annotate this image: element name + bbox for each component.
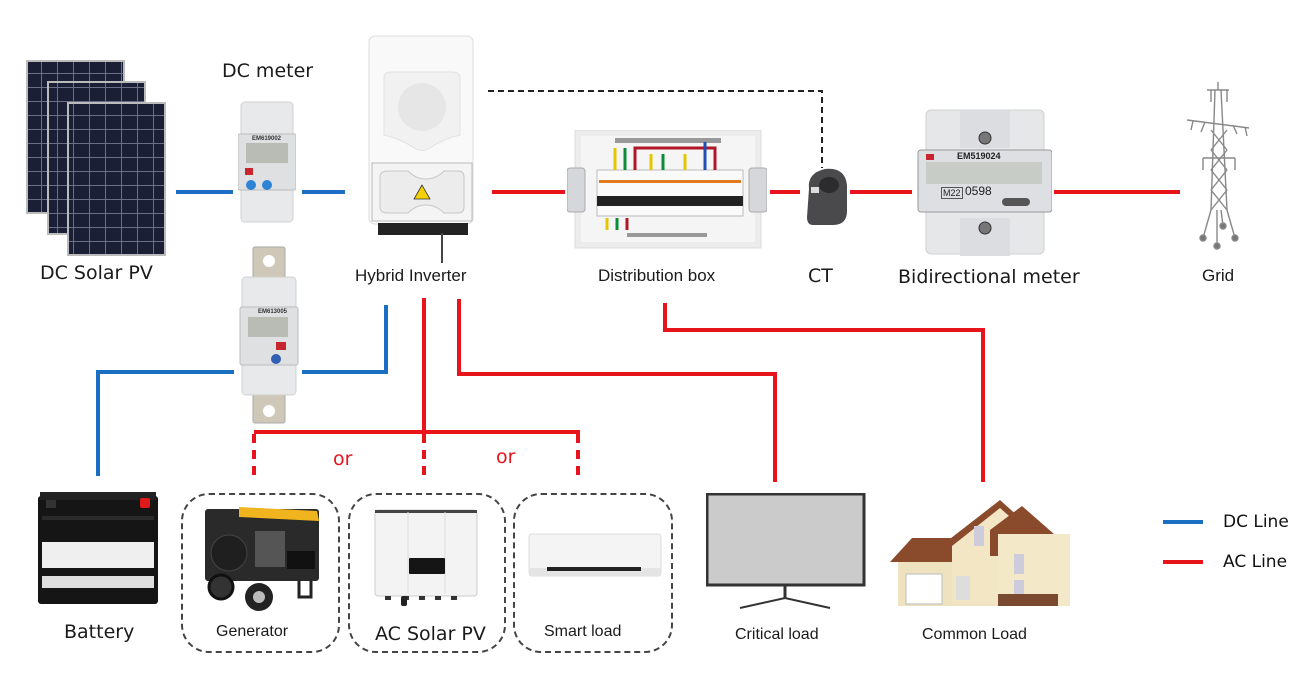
string-inverter-icon <box>374 509 478 606</box>
ac-line-inverter-to-critical <box>457 299 777 482</box>
generator-image <box>199 505 325 613</box>
transmission-tower-icon <box>1186 82 1250 250</box>
ac-line-dist-to-common <box>663 303 985 482</box>
distribution-box-label: Distribution box <box>598 266 716 285</box>
common-load-image <box>890 494 1070 614</box>
battery-dc-meter-image <box>236 245 302 425</box>
current-transformer-icon <box>807 168 847 225</box>
distribution-box-image <box>566 129 768 250</box>
comm-line-inverter-to-ct <box>488 90 823 168</box>
hybrid-inverter-image <box>368 35 476 265</box>
inverter-icon <box>368 35 474 263</box>
common-load-label: Common Load <box>922 626 1027 643</box>
air-conditioner-icon <box>528 533 662 577</box>
legend-item-ac: AC Line <box>1163 552 1287 572</box>
distribution-box-icon <box>566 129 768 249</box>
ct-image <box>803 167 849 229</box>
monitor-icon <box>705 492 866 609</box>
generator-icon <box>205 507 319 611</box>
bidirectional-meter-reading: 0598 <box>965 184 992 198</box>
ac-solar-pv-image <box>373 508 479 610</box>
legend-label-dc: DC Line <box>1223 512 1289 532</box>
generator-label: Generator <box>216 623 289 640</box>
dc-line-meter-to-inverter-battery <box>302 305 388 374</box>
house-icon <box>890 500 1070 606</box>
legend-label-ac: AC Line <box>1223 552 1288 572</box>
or-label-2: or <box>496 446 516 468</box>
smart-load-image <box>523 532 663 582</box>
bidirectional-meter-model: EM519024 <box>957 151 1001 161</box>
ac-optional-drops <box>252 434 580 478</box>
dc-meter-label: DC meter <box>222 60 314 82</box>
ac-line-swatch <box>1163 560 1203 564</box>
smart-load-label: Smart load <box>544 623 622 640</box>
grid-label: Grid <box>1202 266 1235 285</box>
critical-load-label: Critical load <box>735 626 819 643</box>
bidirectional-meter-icon <box>917 109 1053 256</box>
or-label-1: or <box>333 448 353 470</box>
ac-solar-pv-option-box <box>348 493 506 653</box>
grid-image <box>1183 70 1253 250</box>
critical-load-image <box>705 492 866 611</box>
solar-panel-icon <box>26 60 166 256</box>
dc-lines <box>96 190 388 476</box>
dc-solar-pv-label: DC Solar PV <box>40 262 153 284</box>
dc-meter-image <box>237 98 297 226</box>
battery-image <box>36 490 160 606</box>
dc-line-battery-to-meter <box>96 370 234 476</box>
battery-label: Battery <box>64 621 135 643</box>
dc-meter-icon <box>237 101 297 223</box>
ct-label: CT <box>808 265 833 287</box>
bidirectional-meter-cert: M22 <box>941 187 963 199</box>
generator-option-box <box>181 493 340 653</box>
battery-icon <box>38 492 158 604</box>
ac-lines <box>254 190 1180 482</box>
battery-dc-meter-model: EM613005 <box>258 309 288 315</box>
shunt-meter-icon <box>239 246 299 424</box>
dc-meter-model: EM619002 <box>252 136 282 142</box>
smart-load-option-box <box>513 493 673 653</box>
dc-solar-pv-image <box>26 60 166 260</box>
bidirectional-meter-image <box>916 108 1053 258</box>
dc-line-swatch <box>1163 520 1203 524</box>
ac-solar-pv-label: AC Solar PV <box>375 623 486 645</box>
hybrid-inverter-label: Hybrid Inverter <box>355 266 467 285</box>
legend-item-dc: DC Line <box>1163 512 1289 532</box>
bidirectional-meter-label: Bidirectional meter <box>898 266 1080 288</box>
